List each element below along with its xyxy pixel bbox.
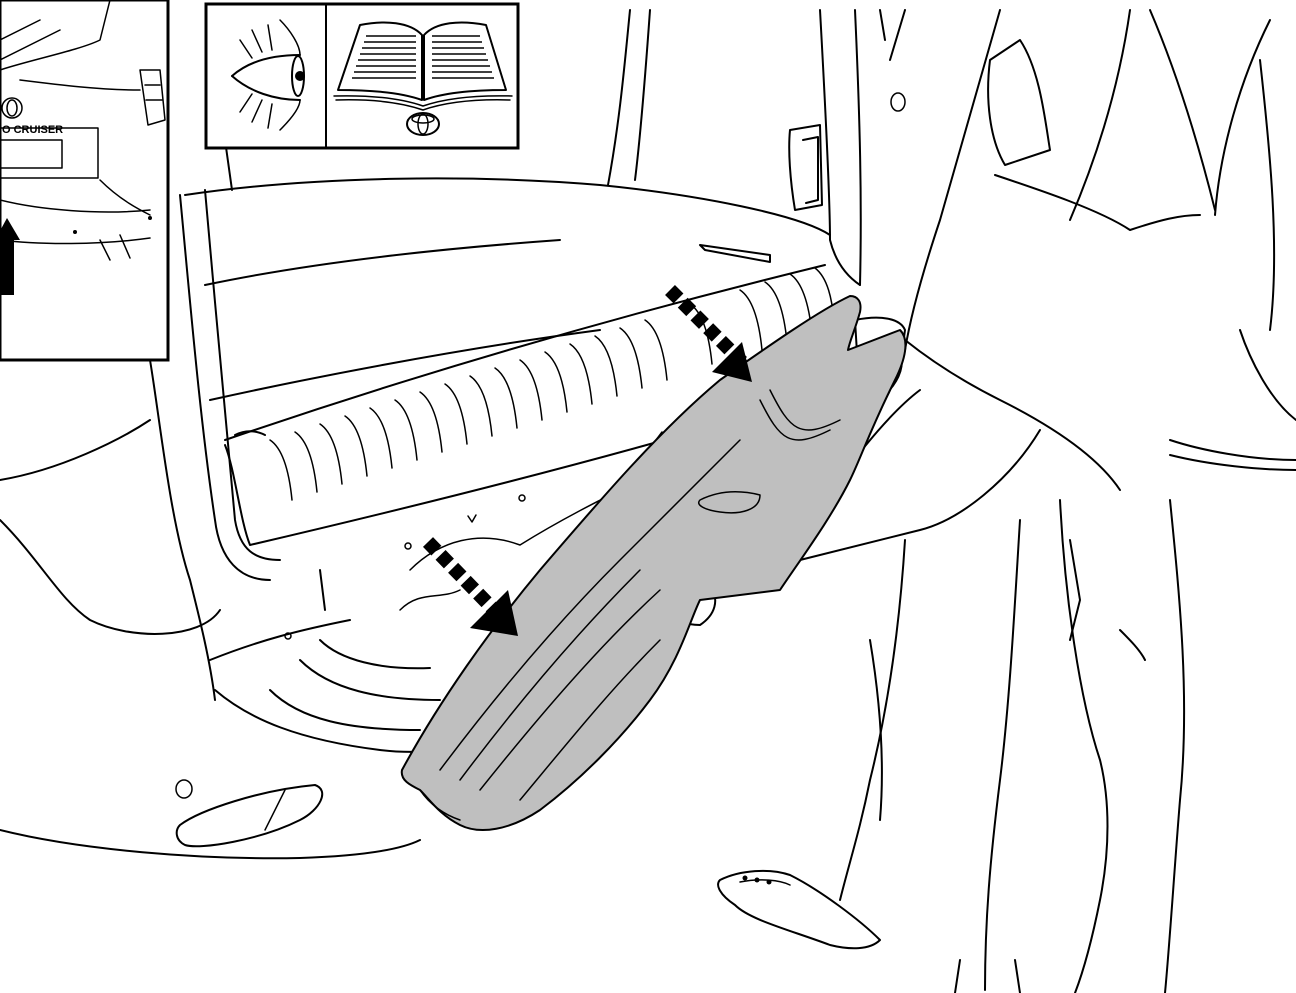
rear-scuff-plate: [402, 296, 906, 830]
inset-instructions: [206, 4, 518, 148]
inset-plate-text: O CRUISER: [2, 124, 63, 136]
scuff-plate-body: [402, 296, 906, 830]
dashed-arrow-lower: [428, 542, 518, 636]
dashed-arrow-upper: [670, 290, 752, 382]
inset-vehicle-rear: O CRUISER: [0, 0, 168, 360]
